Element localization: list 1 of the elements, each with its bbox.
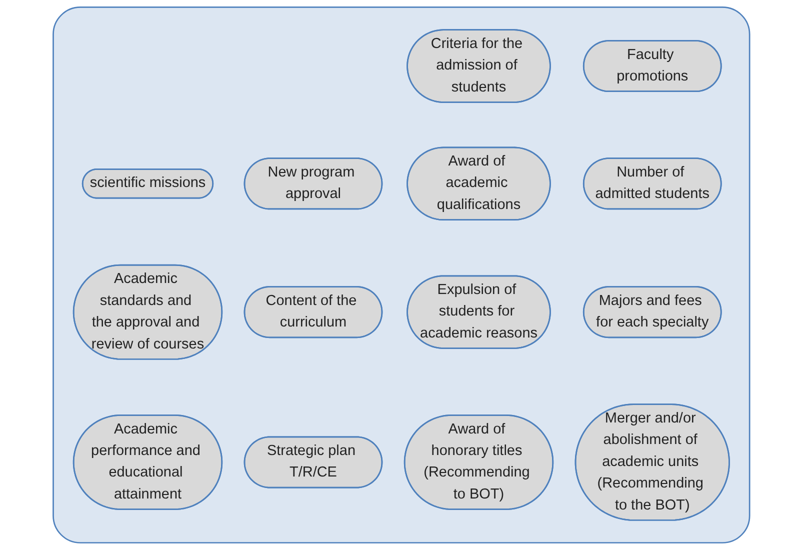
cluster — [52, 6, 750, 544]
